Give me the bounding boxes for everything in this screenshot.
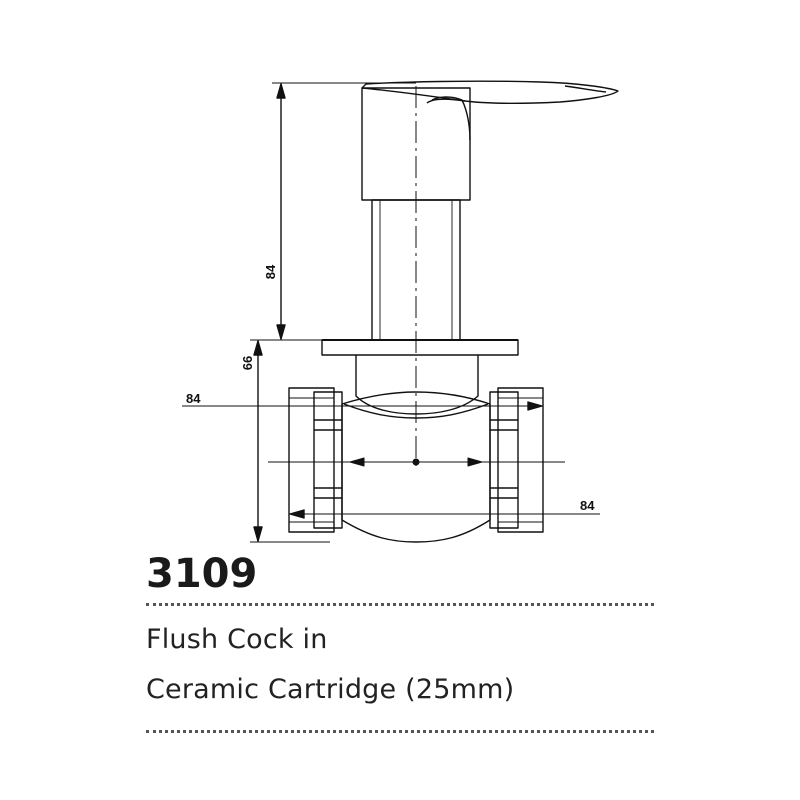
right-union-nut: [489, 387, 544, 533]
dotted-divider-top: [146, 603, 654, 606]
valve-neck: [355, 355, 479, 415]
dimension-upper-height: [272, 82, 416, 341]
dimension-label-right-width: 84: [580, 498, 595, 513]
wall-flange: [321, 339, 519, 356]
dimension-right-width: [289, 509, 600, 519]
center-lines: [268, 86, 565, 470]
product-description-line1: Flush Cock in: [146, 624, 328, 655]
dimension-lower-height: [250, 339, 330, 543]
dimension-label-lower-height: 66: [240, 356, 255, 370]
dotted-divider-bottom: [146, 730, 654, 733]
lever-handle: [361, 80, 619, 141]
dimension-label-left-width: 84: [186, 391, 201, 406]
left-union-nut: [288, 387, 343, 533]
dimension-label-upper-height: 84: [263, 264, 278, 279]
product-code: 3109: [146, 551, 258, 597]
product-description-line2: Ceramic Cartridge (25mm): [146, 674, 515, 705]
